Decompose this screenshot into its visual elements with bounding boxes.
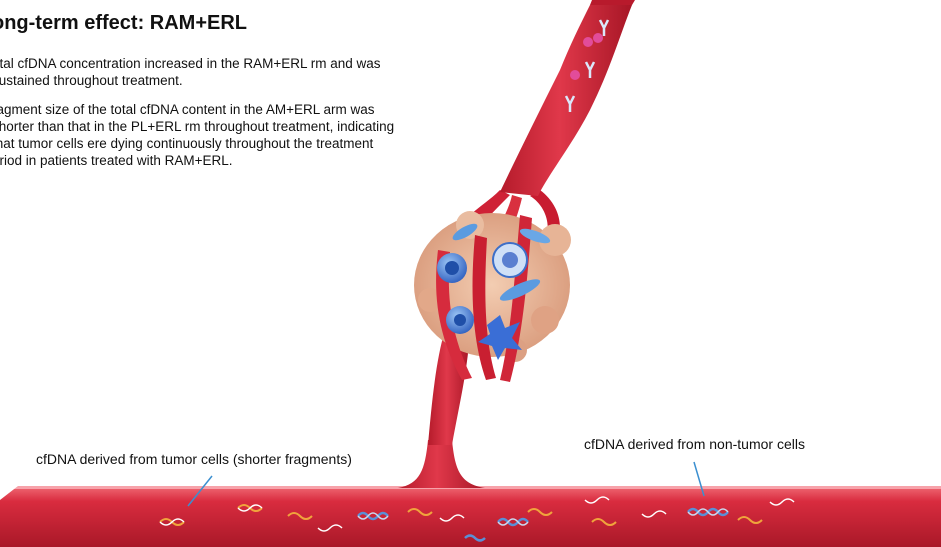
- main-blood-vessel: [0, 486, 941, 547]
- drug-molecule: [593, 33, 603, 43]
- drug-molecule: [570, 70, 580, 80]
- drug-molecule: [583, 37, 593, 47]
- nontumor-cfdna-label: cfDNA derived from non-tumor cells: [584, 436, 805, 452]
- cell-nucleus: [502, 252, 518, 268]
- tumor-cfdna-label: cfDNA derived from tumor cells (shorter …: [36, 451, 352, 467]
- cell-nucleus: [445, 261, 459, 275]
- cell-nucleus: [454, 314, 466, 326]
